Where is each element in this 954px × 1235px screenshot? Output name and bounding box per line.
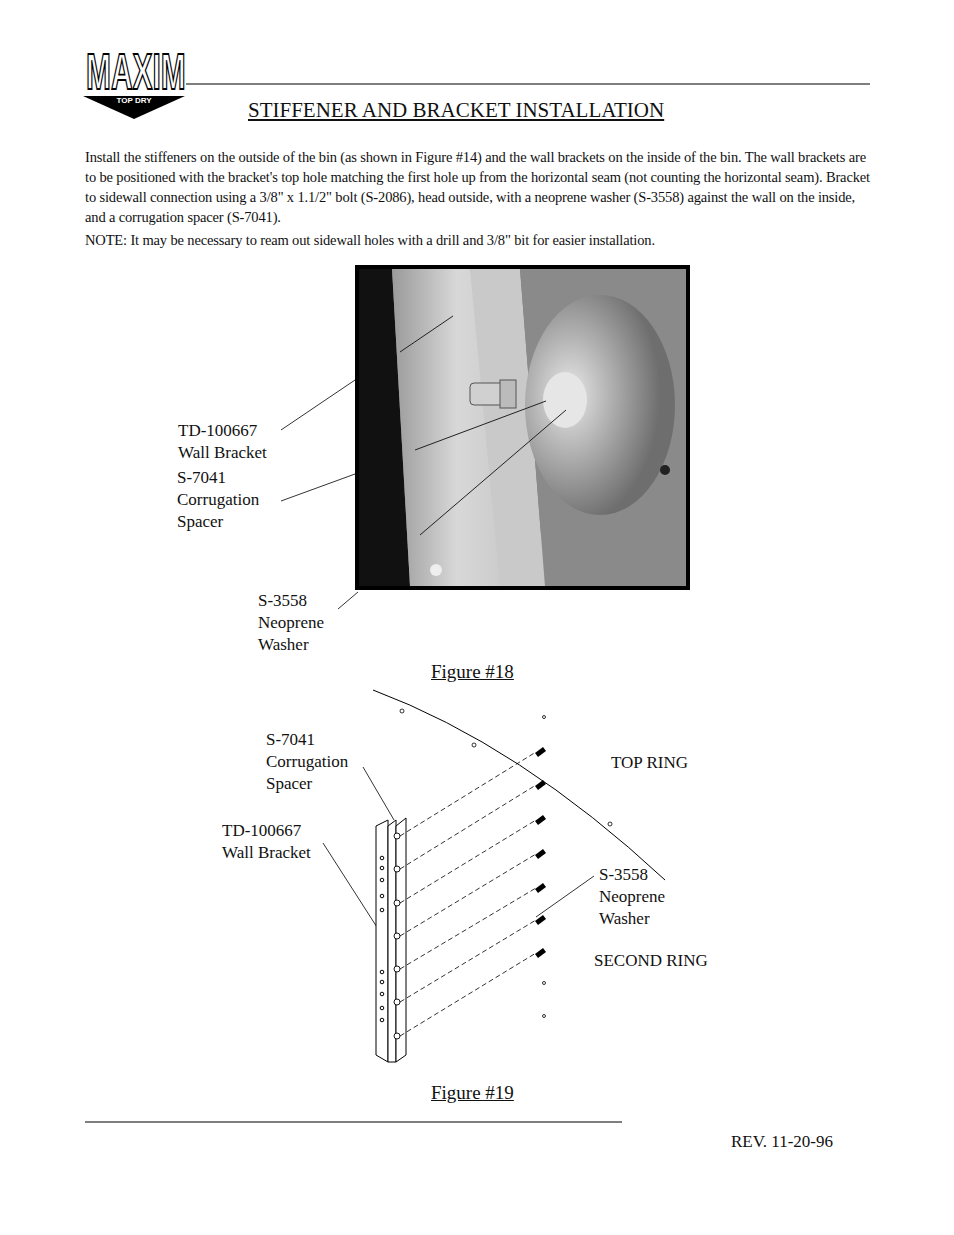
figure-label: Figure #18 (431, 660, 514, 685)
page-title: STIFFENER AND BRACKET INSTALLATION (248, 97, 664, 124)
wall-bracket (376, 818, 406, 1062)
ring-label: SECOND RING (594, 950, 708, 972)
revision-date: REV. 11-20-96 (731, 1131, 833, 1153)
part-label: S-7041 Corrugation Spacer (266, 729, 366, 795)
bolts (394, 747, 546, 1039)
header-rule (186, 83, 870, 84)
part-label: TD-100667 Wall Bracket (178, 420, 288, 464)
footer-rule (85, 1121, 622, 1122)
note-text: NOTE: It may be necessary to ream out si… (85, 230, 871, 250)
part-label: S-3558 Neoprene Washer (258, 590, 338, 656)
logo-word: MAXIM (86, 46, 186, 97)
body-paragraph: Install the stiffeners on the outside of… (85, 147, 871, 227)
logo-tag: TOP DRY (117, 97, 152, 105)
ring-label: TOP RING (611, 752, 688, 774)
leader-lines (281, 380, 594, 935)
photo (355, 265, 690, 590)
part-label: S-3558 Neoprene Washer (599, 864, 679, 930)
part-label: TD-100667 Wall Bracket (222, 820, 332, 864)
part-label: S-7041 Corrugation Spacer (177, 467, 277, 533)
figure-label: Figure #19 (431, 1081, 514, 1106)
